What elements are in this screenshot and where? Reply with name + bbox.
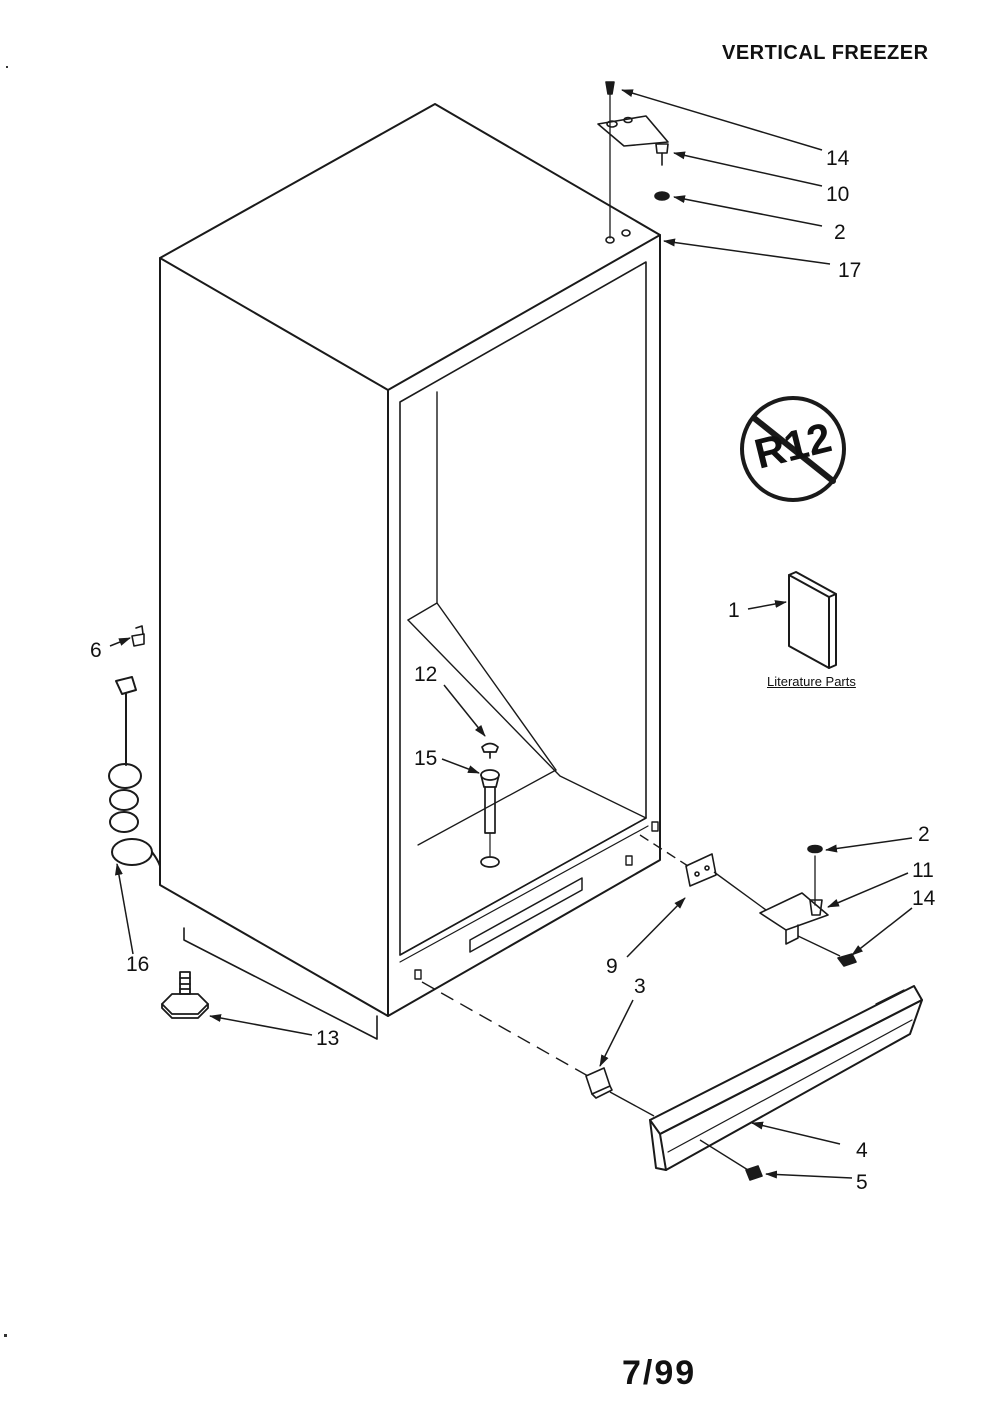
bottom-hinge-assembly: [759, 844, 857, 967]
part-label-14-bottom: 14: [912, 887, 936, 910]
part-label-3: 3: [634, 975, 646, 998]
part-label-16: 16: [126, 953, 150, 976]
part-label-13: 13: [316, 1027, 340, 1050]
part-label-2-top: 2: [834, 221, 846, 244]
part-label-10: 10: [826, 183, 850, 206]
edge-mark: [6, 66, 8, 68]
top-hinge-assembly: [597, 81, 670, 244]
freezer-cabinet: [159, 103, 661, 1040]
diagram-title: VERTICAL FREEZER: [722, 42, 929, 64]
part-label-12: 12: [414, 663, 438, 686]
drain-assembly: [480, 742, 500, 868]
part-label-6: 6: [90, 639, 102, 662]
leader-arrows: [109, 89, 913, 1179]
edge-mark: [4, 1334, 7, 1337]
part-label-1: 1: [728, 599, 740, 622]
screw-part-5: [745, 1165, 763, 1181]
power-cord-part-16: [108, 676, 161, 867]
part-label-9: 9: [606, 955, 618, 978]
part-label-5: 5: [856, 1171, 868, 1194]
leveling-leg-part-13: [161, 971, 209, 1019]
clip-part-6: [131, 625, 145, 647]
toe-grille-part-4: [649, 985, 923, 1171]
literature-parts-caption: Literature Parts: [767, 674, 856, 689]
hinge-plate-part-9: [685, 853, 717, 887]
literature-booklet-part-1: [788, 571, 837, 669]
part-label-14-top: 14: [826, 147, 850, 170]
clip-part-3: [585, 1067, 613, 1099]
page-footer-date: 7/99: [622, 1354, 697, 1392]
part-label-17: 17: [838, 259, 862, 282]
alignment-lines: [421, 834, 841, 1171]
part-label-15: 15: [414, 747, 438, 770]
part-label-11: 11: [912, 859, 934, 882]
part-label-2-bottom: 2: [918, 823, 930, 846]
part-label-4: 4: [856, 1139, 868, 1162]
no-r12-badge: [740, 396, 846, 502]
